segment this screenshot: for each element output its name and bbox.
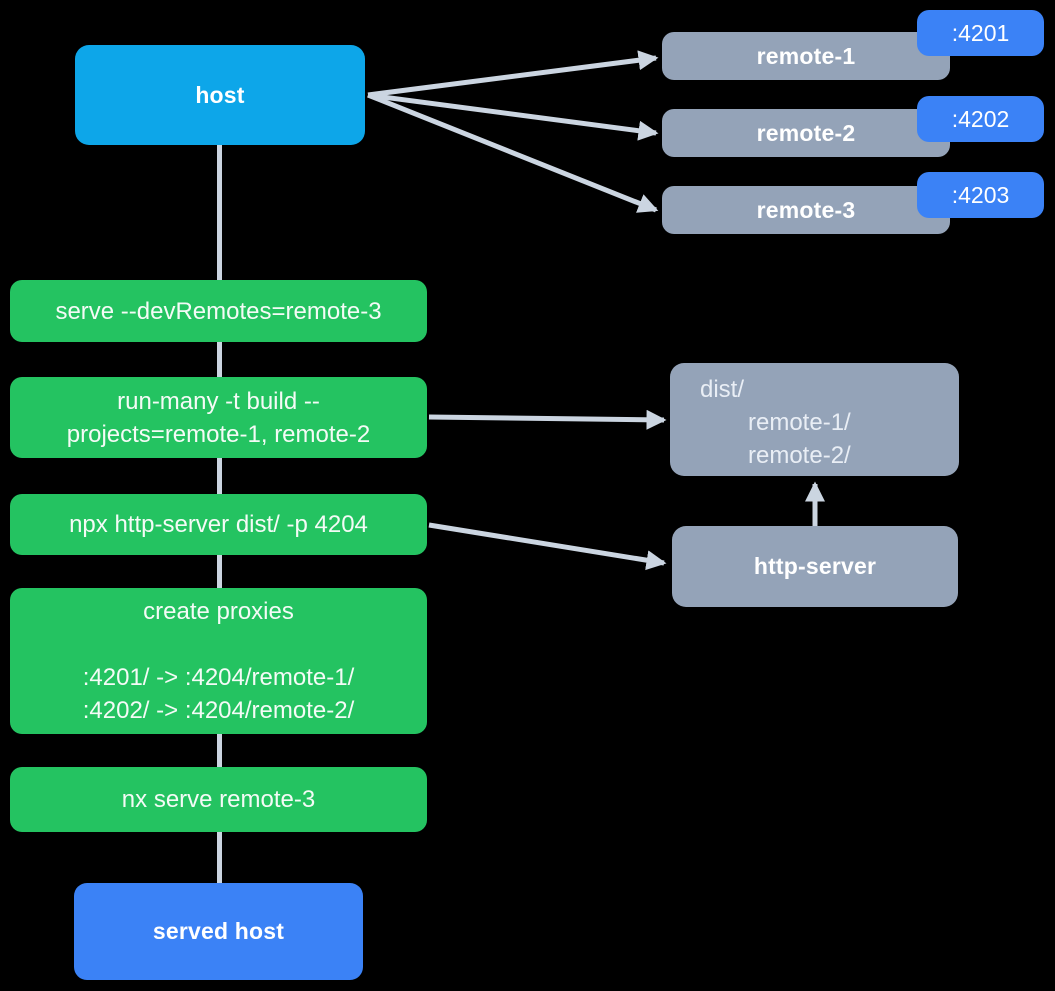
remote-2-node: remote-2 [662,109,950,157]
port-badge-4203-label: :4203 [951,181,1010,208]
remote-2-label: remote-2 [756,119,856,146]
port-badge-4202-label: :4202 [951,105,1010,132]
port-badge-4202: :4202 [917,96,1044,142]
port-badge-4203: :4203 [917,172,1044,218]
http-server-node: http-server [672,526,958,607]
step-nx-serve-remote-3: nx serve remote-3 [10,767,427,832]
port-badge-4201: :4201 [917,10,1044,56]
remote-1-label: remote-1 [756,42,856,69]
step-serve-devremotes-text: serve --devRemotes=remote-3 [55,297,382,325]
step-run-many-build-text-line-1: run-many -t build -- [117,387,320,415]
http-server-label: http-server [753,553,877,579]
step-create-proxies-mapping-2: :4202/ -> :4204/remote-2/ [82,697,355,724]
step-npx-http-server: npx http-server dist/ -p 4204 [10,494,427,555]
host-label: host [195,81,245,108]
remote-1-node: remote-1 [662,32,950,80]
arrow-host-to-remote-1 [367,50,659,98]
step-nx-serve-remote-3-text: nx serve remote-3 [121,786,316,813]
dist-folder-node: dist/ remote-1/ remote-2/ [670,363,959,476]
remote-3-label: remote-3 [756,196,856,223]
step-run-many-build-text-line-2: projects=remote-1, remote-2 [66,420,371,448]
arrow-host-to-remote-2 [367,92,659,141]
dist-folder-root: dist/ [700,376,745,403]
step-create-proxies-title: create proxies [143,598,294,625]
arrow-host-to-remote-3 [367,92,659,213]
arrow-build-to-dist [428,409,667,430]
arrow-serve-to-http-server [428,522,667,571]
step-run-many-build: run-many -t build -- projects=remote-1, … [10,377,427,458]
dist-folder-remote-2: remote-2/ [748,442,851,469]
served-host-label: served host [152,918,285,944]
step-npx-http-server-text: npx http-server dist/ -p 4204 [69,511,368,538]
dist-folder-remote-1: remote-1/ [748,409,851,436]
served-host-node: served host [74,883,363,980]
port-badge-4201-label: :4201 [951,19,1010,46]
step-serve-devremotes: serve --devRemotes=remote-3 [10,280,427,342]
remote-3-node: remote-3 [662,186,950,234]
step-create-proxies-mapping-1: :4201/ -> :4204/remote-1/ [82,664,355,691]
step-create-proxies: create proxies :4201/ -> :4204/remote-1/… [10,588,427,734]
host-node: host [75,45,365,145]
